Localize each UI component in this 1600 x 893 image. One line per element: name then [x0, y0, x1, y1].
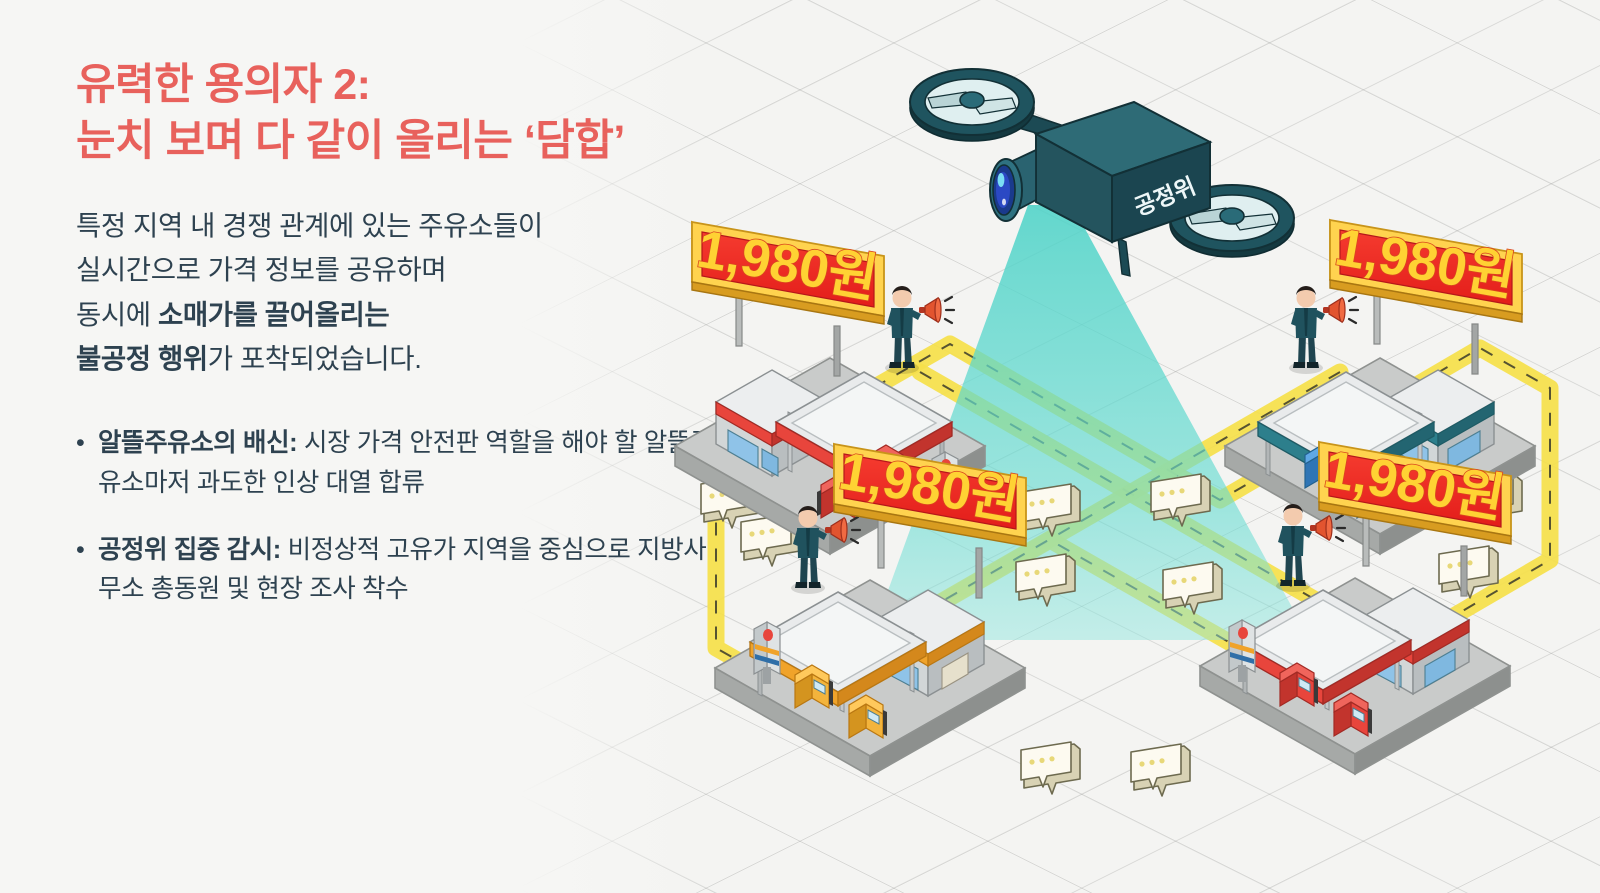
price-sign[interactable]: 1,980원: [1318, 439, 1512, 597]
lede-line-3-bold: 소매가를 끌어올리는: [157, 298, 390, 330]
bullet-lead: 공정위 집중 감시:: [98, 535, 281, 564]
station-bottom-left[interactable]: 1,980원: [714, 441, 1027, 777]
megaphone-operator: [1287, 284, 1360, 376]
bullet-lead: 알뜰주유소의 배신:: [98, 428, 298, 457]
drone-lens: [989, 148, 1037, 222]
lede-paragraph: 특정 지역 내 경쟁 관계에 있는 주유소들이 실시간으로 가격 정보를 공유하…: [76, 204, 716, 382]
page-title: 유력한 용의자 2: 눈치 보며 다 같이 올리는 ‘담합’: [76, 61, 625, 165]
lede-line-4-plain: 가 포착되었습니다.: [207, 343, 422, 375]
drone-rotor: [909, 68, 1035, 142]
speech-bubble: [1020, 741, 1081, 795]
station-top-left[interactable]: 1,980원: [674, 219, 986, 555]
speech-bubble: [1130, 743, 1191, 797]
surveillance-drone[interactable]: 공정위: [909, 68, 1295, 277]
lede-line-1: 특정 지역 내 경쟁 관계에 있는 주유소들이: [76, 209, 543, 241]
fuel-pump: [1279, 662, 1318, 708]
bullet-rest: 시장 가격 안전판 역할을 해야 할 알뜰주유소마저 과도한 인상 대열 합류: [98, 428, 714, 497]
text-column: 유력한 용의자 2: 눈치 보며 다 같이 올리는 ‘담합’ 특정 지역 내 경…: [76, 58, 716, 637]
fuel-pump: [848, 694, 887, 740]
price-sign[interactable]: 1,980원: [691, 219, 885, 377]
fuel-pump: [794, 664, 833, 710]
bullet-item: 알뜰주유소의 배신: 시장 가격 안전판 역할을 해야 할 알뜰주유소마저 과도…: [76, 424, 716, 504]
bullet-item: 공정위 집중 감시: 비정상적 고유가 지역을 중심으로 지방사무소 총동원 및…: [76, 531, 716, 611]
bullet-rest: 비정상적 고유가 지역을 중심으로 지방사무소 총동원 및 현장 조사 착수: [98, 535, 707, 604]
lede-line-3-plain: 동시에: [76, 298, 158, 330]
fuel-pump: [1333, 692, 1372, 738]
bullet-list: 알뜰주유소의 배신: 시장 가격 안전판 역할을 해야 할 알뜰주유소마저 과도…: [76, 424, 716, 610]
lede-line-2: 실시간으로 가격 정보를 공유하며: [76, 254, 447, 286]
station-bottom-right[interactable]: 1,980원: [1199, 439, 1512, 775]
isometric-scene: 1,980원: [620, 0, 1600, 893]
lede-line-4-bold: 불공정 행위: [76, 343, 208, 375]
station-top-right[interactable]: 1,980원: [1224, 217, 1536, 555]
